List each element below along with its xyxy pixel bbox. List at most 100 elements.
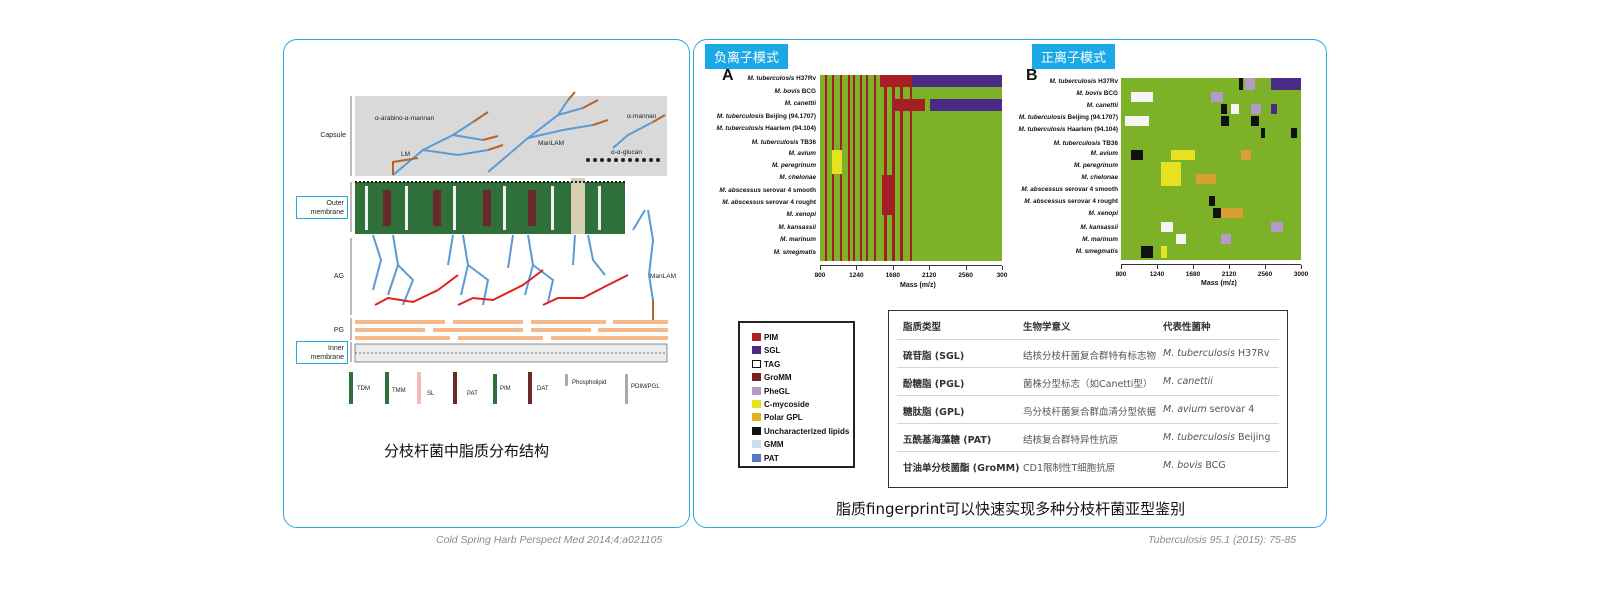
heatmap-band <box>1209 196 1215 206</box>
heatmap-band <box>912 75 1002 87</box>
heatmap-band <box>1213 208 1223 218</box>
heatmap-band <box>853 75 855 261</box>
legend-swatch <box>752 386 761 395</box>
x-axis-title-a: Mass (m/z) <box>900 282 936 289</box>
strain-variant: BCG <box>800 88 816 95</box>
layer-label-inner-membrane: Inner membrane <box>296 341 348 364</box>
strain-variant: serovar 4 smooth <box>1062 186 1118 193</box>
strain-labels-b: M. tuberculosis H37Rv M. bovis BCG M. cane… <box>1005 78 1118 260</box>
layer-label-outer-membrane: Outer membrane <box>296 196 348 219</box>
strain-variant: Haarlem (94.104) <box>1065 126 1118 133</box>
legend-dat: DAT <box>537 386 549 392</box>
cell-lipid-type: 酚糖脂 (PGL) <box>903 379 965 390</box>
strain-label: M. tuberculosis Haarlem (94.104) <box>1019 126 1118 133</box>
legend-item: TAG <box>752 359 781 370</box>
legend-phospholipid: Phospholipid <box>572 380 606 386</box>
strain-species: M. smegmatis <box>773 249 816 256</box>
strain-label: M. marinum <box>780 236 816 243</box>
heatmap-band <box>900 75 903 261</box>
heatmap-band <box>1125 116 1149 126</box>
heatmap-band <box>874 75 876 261</box>
cell-meaning: 结核分枝杆菌复合群特有标志物 <box>1023 351 1157 362</box>
legend-label: SGL <box>764 346 781 356</box>
heatmap-band <box>1245 78 1255 90</box>
panel-a-letter: A <box>722 67 734 84</box>
strain-species: M. xenopi <box>786 211 816 218</box>
legend-item: GroMM <box>752 373 792 383</box>
strain-variant: H37Rv <box>1096 78 1118 85</box>
heatmap-band <box>866 75 868 261</box>
heatmap-band <box>1211 92 1223 102</box>
left-caption: 分枝杆菌中脂质分布结构 <box>384 442 550 460</box>
heatmap-band <box>884 75 887 261</box>
species-italic: M. tuberculosis <box>1163 348 1235 359</box>
heatmap-band <box>1239 78 1243 90</box>
strain-label: M. xenopi <box>1089 210 1118 217</box>
strain-label: M. peregrinum <box>772 162 816 169</box>
left-figure-panel <box>283 39 690 528</box>
species-rest: H37Rv <box>1235 348 1270 359</box>
label-lm: LM <box>401 151 410 158</box>
strain-species: M. abscessus <box>722 199 764 206</box>
heatmap-band <box>892 75 895 261</box>
strain-species: M. xenopi <box>1088 210 1118 217</box>
heatmap-band <box>880 75 910 87</box>
legend-item: PAT <box>752 453 779 464</box>
strain-species: M. abscessus <box>719 187 761 194</box>
species-rest: Beijing <box>1235 432 1271 443</box>
heatmap-band <box>832 150 842 174</box>
species-italic: M. canettii <box>1163 376 1213 387</box>
strain-species: M. avium <box>1090 150 1118 157</box>
heatmap-band <box>1271 104 1277 114</box>
heatmap-band <box>895 99 925 111</box>
strain-species: M. canettii <box>1086 102 1118 109</box>
strain-label: M. canettii <box>1087 102 1118 109</box>
heatmap-band <box>1161 222 1173 232</box>
heatmap-band <box>1131 92 1153 102</box>
cell-species: M. bovis BCG <box>1163 460 1226 471</box>
heatmap-band <box>1221 234 1231 244</box>
cell-species: M. tuberculosis Beijing <box>1163 432 1270 443</box>
right-source: Tuberculosis 95.1 (2015): 75-85 <box>1148 534 1297 546</box>
layer-label-ag: AG <box>333 273 344 280</box>
legend-swatch <box>752 359 761 368</box>
legend-label: GroMM <box>764 373 792 383</box>
legend-item: C-mycoside <box>752 400 809 410</box>
x-tick <box>1002 266 1003 270</box>
x-tick <box>1265 265 1266 269</box>
x-tick-label: 3000 <box>1293 271 1309 278</box>
strain-label: M. smegmatis <box>1076 248 1118 255</box>
negative-ion-mode-badge: 负离子模式 <box>705 44 789 69</box>
species-rest: BCG <box>1202 460 1226 471</box>
heatmap-band <box>1291 128 1297 138</box>
legend-label: PIM <box>764 333 779 342</box>
strain-species: M. tuberculosis <box>716 113 764 120</box>
heatmap-band <box>1261 128 1265 138</box>
legend-item: Uncharacterized lipids <box>752 426 849 437</box>
x-tick-label: 1680 <box>885 272 901 279</box>
heatmap-band <box>1251 116 1259 126</box>
heatmap-band <box>1131 150 1143 160</box>
cell-meaning: 结核复合群特异性抗原 <box>1023 435 1119 446</box>
strain-species: M. marinum <box>1082 236 1118 243</box>
mycobacterial-cell-envelope-diagram: α-arabino-α-mannan LM ManLAM α-mannan α-… <box>349 91 676 404</box>
legend-pdim-pgl: PDIM/PGL <box>631 384 660 390</box>
strain-label: M. tuberculosis H37Rv <box>747 75 816 82</box>
heatmap-band <box>1196 174 1216 184</box>
legend-label: TAG <box>764 359 781 369</box>
strain-variant: TB36 <box>798 139 816 146</box>
strain-variant: BCG <box>1102 90 1118 97</box>
cell-lipid-type: 甘油单分枝菌酯 (GroMM) <box>903 463 1020 474</box>
x-tick <box>1121 265 1122 269</box>
strain-species: M. bovis <box>1076 90 1103 97</box>
x-tick <box>1301 265 1302 269</box>
positive-ion-mode-badge: 正离子模式 <box>1032 44 1116 69</box>
x-axis-title-b: Mass (m/z) <box>1201 280 1237 287</box>
strain-label: M. canettii <box>785 100 816 107</box>
strain-species: M. tuberculosis <box>1053 140 1101 147</box>
legend-swatch <box>752 413 761 422</box>
label-manlam: ManLAM <box>538 140 564 147</box>
